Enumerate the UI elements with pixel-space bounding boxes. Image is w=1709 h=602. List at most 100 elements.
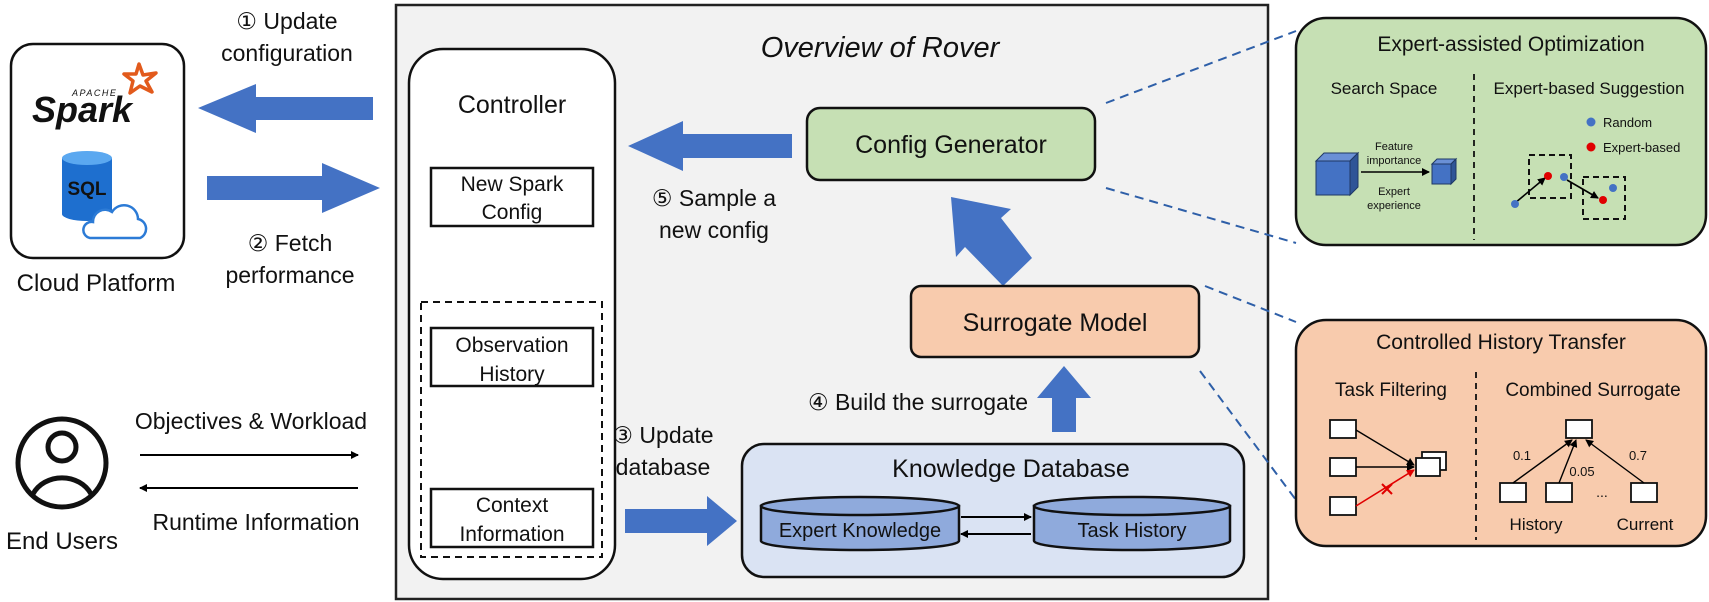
step2-label-2: performance [225, 262, 354, 288]
config-generator-box [805, 106, 1097, 182]
expert-panel-connector-bottom [1105, 187, 1297, 244]
new-config-box [429, 166, 595, 228]
controller-title: Controller [458, 91, 566, 119]
search-space-title: Search Space [1331, 79, 1438, 98]
sample-config-arrow [628, 121, 792, 171]
expert-panel-connector-top [1105, 30, 1297, 104]
spark-logo: APACHE Spark [32, 62, 158, 130]
small-cube-icon [1430, 157, 1458, 186]
expert-experience-label-2: experience [1367, 200, 1421, 212]
expert-panel-title: Expert-assisted Optimization [1377, 33, 1644, 56]
history-label: History [1510, 515, 1563, 534]
legend-random-label: Random [1603, 115, 1652, 130]
task-node [1329, 457, 1357, 477]
history-panel-connector-top [1204, 285, 1297, 323]
feature-importance-label-2: importance [1367, 155, 1421, 167]
weight-history-1: 0.1 [1513, 448, 1531, 463]
current-label: Current [1617, 515, 1674, 534]
filter-link [1355, 429, 1415, 466]
step1-label-2: configuration [221, 40, 353, 66]
history-node [1545, 482, 1573, 503]
expert-knowledge-label: Expert Knowledge [779, 520, 941, 542]
random-point [1511, 200, 1519, 208]
cloud-platform-label: Cloud Platform [17, 270, 176, 297]
end-users-label: End Users [6, 528, 118, 555]
overview-title: Overview of Rover [761, 32, 1001, 64]
step2-label: ② Fetch [248, 230, 333, 256]
ellipsis: ... [1596, 484, 1608, 500]
feature-importance-label: Feature [1375, 141, 1413, 153]
step3-label-2: database [616, 454, 711, 480]
new-config-label-2: Config [482, 201, 543, 224]
suggestion-step-1 [1514, 177, 1546, 204]
step5-label: ⑤ Sample a [652, 185, 776, 211]
expert-experience-label: Expert [1378, 186, 1410, 198]
context-information-label: Context [476, 494, 549, 517]
sql-icon: SQL [62, 151, 148, 240]
history-panel-title: Controlled History Transfer [1376, 331, 1626, 354]
filtered-out-cross-icon [1381, 483, 1393, 495]
task-node [1329, 496, 1357, 516]
fetch-performance-arrow [207, 163, 380, 213]
history-group-box [420, 301, 603, 558]
surrogate-model-label: Surrogate Model [963, 309, 1148, 337]
random-point [1560, 173, 1568, 181]
legend-random-dot [1586, 117, 1596, 127]
large-cube-icon [1314, 151, 1360, 197]
task-filtering-title: Task Filtering [1335, 380, 1447, 401]
context-information-label-2: Information [459, 523, 564, 546]
weight-link [1585, 439, 1645, 484]
surrogate-to-config-arrow [951, 197, 1032, 286]
cloud-platform-box [9, 42, 186, 260]
knowledge-database-title: Knowledge Database [892, 455, 1130, 483]
task-history-cylinder: Task History [1032, 495, 1232, 552]
build-surrogate-arrow [1037, 366, 1091, 432]
observation-history-label: Observation [455, 334, 568, 357]
weight-current: 0.7 [1629, 448, 1647, 463]
random-point [1609, 184, 1617, 192]
history-transfer-panel [1294, 318, 1708, 548]
context-information-box [429, 487, 595, 549]
legend-expert-label: Expert-based [1603, 140, 1680, 155]
svg-text:SQL: SQL [67, 179, 106, 200]
expert-point [1599, 196, 1607, 204]
step4-label: ④ Build the surrogate [808, 389, 1028, 415]
user-icon [15, 416, 109, 510]
stacked-task-node-front [1415, 457, 1441, 477]
step3-label: ③ Update [612, 422, 713, 448]
suggestion-step-2 [1566, 179, 1599, 199]
history-node [1499, 482, 1527, 503]
update-config-arrow [198, 84, 373, 133]
task-node [1329, 419, 1357, 439]
weight-link [1512, 439, 1573, 484]
history-panel-connector-bottom [1199, 370, 1297, 501]
observation-history-box [429, 326, 595, 388]
suggestion-region-1 [1528, 154, 1572, 199]
update-database-arrow [625, 496, 737, 546]
combined-node [1565, 419, 1593, 439]
weight-link [1558, 439, 1578, 484]
suggestion-region-2 [1582, 176, 1626, 220]
expert-optimization-panel [1294, 16, 1708, 247]
runtime-label: Runtime Information [152, 509, 359, 535]
svg-text:Spark: Spark [32, 89, 134, 130]
observation-history-label-2: History [479, 363, 545, 386]
cloud-icon [82, 203, 148, 240]
svg-text:APACHE: APACHE [71, 88, 117, 98]
legend-expert-dot [1586, 142, 1596, 152]
expert-knowledge-cylinder: Expert Knowledge [759, 495, 961, 552]
expert-point [1544, 172, 1552, 180]
step1-label: ① Update [236, 8, 337, 34]
surrogate-model-box [909, 284, 1201, 359]
task-history-label: Task History [1078, 520, 1187, 542]
spark-star-icon [122, 62, 158, 95]
current-node [1630, 482, 1658, 503]
expert-suggestion-title: Expert-based Suggestion [1494, 79, 1685, 98]
config-generator-label: Config Generator [855, 131, 1047, 159]
objectives-label: Objectives & Workload [135, 408, 367, 434]
step5-label-2: new config [659, 217, 769, 243]
new-config-label: New Spark [461, 173, 564, 196]
weight-history-2: 0.05 [1569, 464, 1594, 479]
combined-surrogate-title: Combined Surrogate [1505, 380, 1680, 401]
